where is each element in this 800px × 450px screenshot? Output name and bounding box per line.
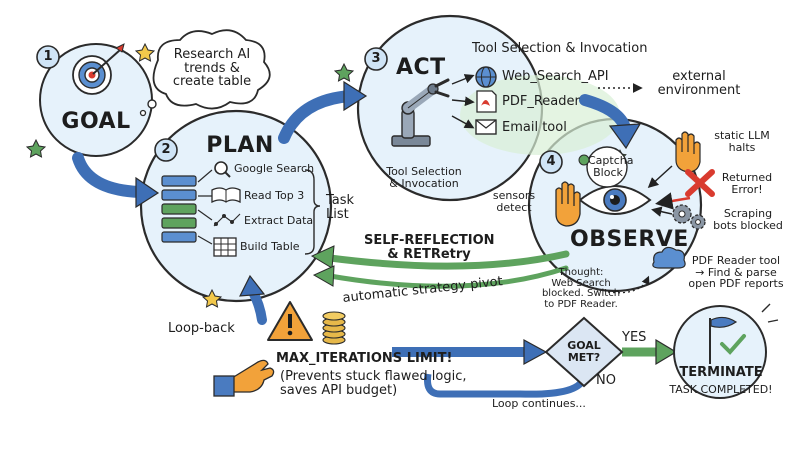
tool-web-search-api: Web_Search_API — [502, 69, 609, 84]
robot-arm-icon — [391, 78, 450, 147]
plan-step-build-table: Build Table — [240, 240, 300, 253]
loop-continues-label: Loop continues... — [492, 397, 586, 410]
no-loop-arrow — [424, 373, 588, 398]
email-icon — [475, 119, 497, 135]
self-reflection-arrow-upper — [326, 250, 570, 270]
act-title: ACT — [396, 55, 446, 80]
terminate-subtitle: TASK COMPLETED! — [669, 383, 773, 396]
eye-icon — [578, 185, 652, 215]
terminate-title: TERMINATE — [679, 365, 763, 380]
loop-back-label: Loop-back — [168, 321, 235, 336]
goal-title: GOAL — [61, 109, 131, 134]
no-label: NO — [596, 373, 616, 388]
observe-number-badge — [539, 150, 563, 174]
target-icon — [72, 43, 125, 95]
hand-icon — [555, 181, 581, 227]
plan-circle — [139, 109, 333, 303]
plan-step-google-search: Google Search — [234, 162, 315, 175]
server-stack-icon — [161, 175, 197, 243]
terminate-circle — [673, 305, 767, 399]
act-number-badge — [364, 47, 388, 71]
pdf-icon — [476, 90, 497, 113]
goal-to-plan-arrow — [72, 152, 146, 198]
act-header: Tool Selection & Invocation — [472, 41, 648, 56]
plan-step-read-top-3: Read Top 3 — [244, 189, 305, 202]
scatter-graph-icon — [213, 213, 241, 227]
checkmark-icon — [720, 334, 746, 355]
table-grid-icon — [213, 237, 237, 257]
yes-label: YES — [622, 330, 647, 345]
max-iterations-title: MAX_ITERATIONS LIMIT! — [276, 351, 453, 366]
observe-title: OBSERVE — [570, 227, 689, 252]
act-caption: Tool Selection& Invocation — [386, 165, 462, 190]
cloud-icon — [652, 246, 686, 269]
goal-number: 1 — [43, 49, 53, 64]
plan-title: PLAN — [206, 133, 274, 158]
gears-icon — [672, 204, 706, 230]
hand-stop-icon — [675, 131, 701, 173]
self-reflection-arrow-lower — [327, 265, 569, 289]
goal-number-badge — [36, 45, 60, 69]
captcha-bubble — [578, 146, 628, 188]
plan-number-badge — [154, 138, 178, 162]
warning-icon — [267, 301, 313, 341]
red-x-icon — [685, 169, 715, 197]
tool-email: Email tool — [502, 120, 567, 135]
tool-pdf-reader: PDF_Reader — [502, 94, 580, 109]
max-iterations-desc: (Prevents stuck flawed logic,saves API b… — [280, 369, 467, 398]
flag-icon — [709, 316, 738, 364]
coins-icon — [322, 311, 346, 345]
book-icon — [211, 187, 241, 204]
globe-icon — [475, 66, 497, 88]
pointing-hand-icon — [213, 359, 275, 397]
plan-to-act-arrow — [278, 90, 356, 144]
plan-number: 2 — [161, 142, 171, 157]
plan-step-extract-data: Extract Data — [244, 214, 314, 227]
self-reflection-label: SELF-REFLECTION& RETRetry — [364, 233, 495, 262]
magnifier-icon — [214, 161, 231, 178]
goal-thought-cloud — [152, 29, 271, 110]
act-number: 3 — [371, 51, 381, 66]
observe-number: 4 — [546, 154, 556, 169]
goal-met-diamond — [544, 316, 624, 388]
